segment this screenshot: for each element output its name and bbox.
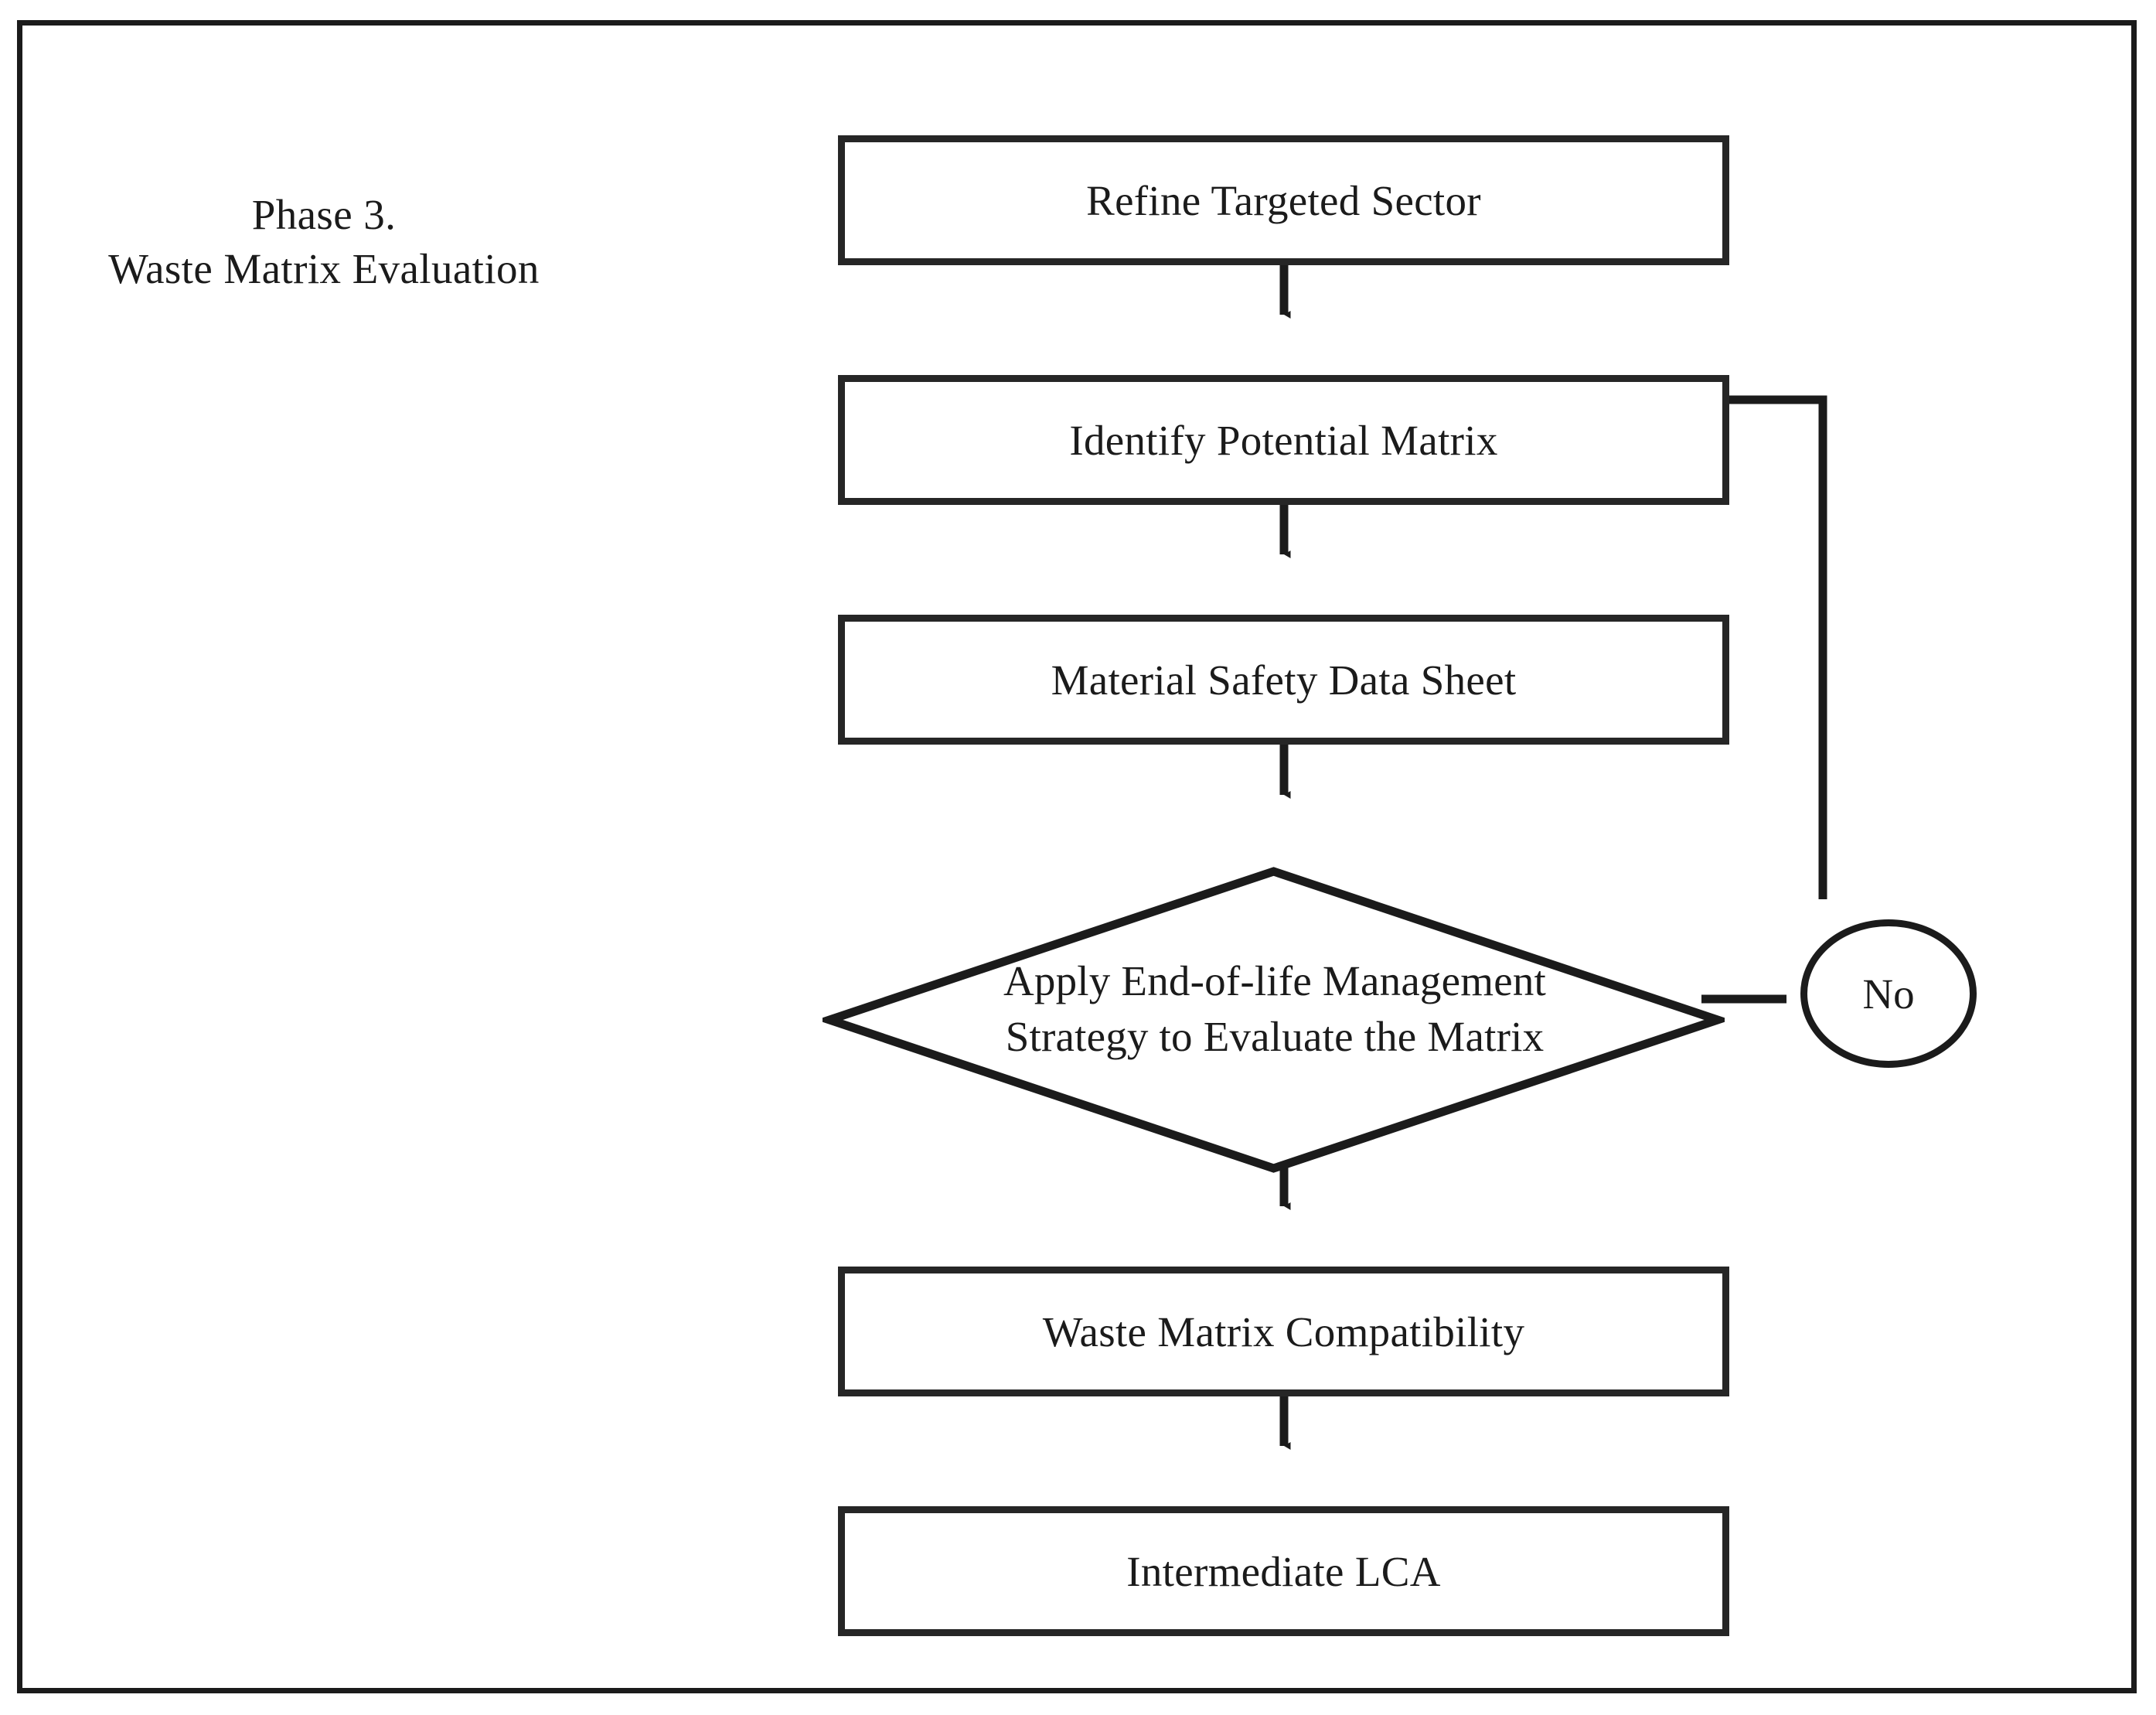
decision-label-line-1: Apply End-of-life Management [1003, 957, 1547, 1004]
node-label: Refine Targeted Sector [1086, 176, 1481, 224]
phase-caption-line-1: Phase 3. [251, 191, 397, 238]
figure-outer-frame: Phase 3. Waste Matrix Evaluation [17, 20, 2137, 1693]
phase-caption-line-2: Waste Matrix Evaluation [108, 245, 540, 293]
phase-caption: Phase 3. Waste Matrix Evaluation [77, 188, 571, 297]
node-identify-potential-matrix[interactable]: Identify Potential Matrix [838, 375, 1729, 505]
node-label: Material Safety Data Sheet [1051, 656, 1517, 704]
node-intermediate-lca[interactable]: Intermediate LCA [838, 1506, 1729, 1636]
diamond-outline [823, 867, 1725, 1173]
node-label: No [1862, 970, 1915, 1018]
edge-no-to-identify-feedback [1723, 395, 1827, 899]
node-refine-targeted-sector[interactable]: Refine Targeted Sector [838, 135, 1729, 265]
decision-label-line-2: Strategy to Evaluate the Matrix [1005, 1012, 1545, 1060]
decision-diamond-shape [823, 864, 1725, 1175]
node-no-decision[interactable]: No [1800, 919, 1977, 1068]
node-label: Waste Matrix Compatibility [1042, 1308, 1525, 1355]
node-label: Identify Potential Matrix [1069, 416, 1498, 464]
node-label: Intermediate LCA [1126, 1547, 1441, 1595]
node-material-safety-data-sheet[interactable]: Material Safety Data Sheet [838, 615, 1729, 745]
node-waste-matrix-compatibility[interactable]: Waste Matrix Compatibility [838, 1267, 1729, 1396]
decision-diamond-label: Apply End-of-life Management Strategy to… [888, 953, 1661, 1064]
